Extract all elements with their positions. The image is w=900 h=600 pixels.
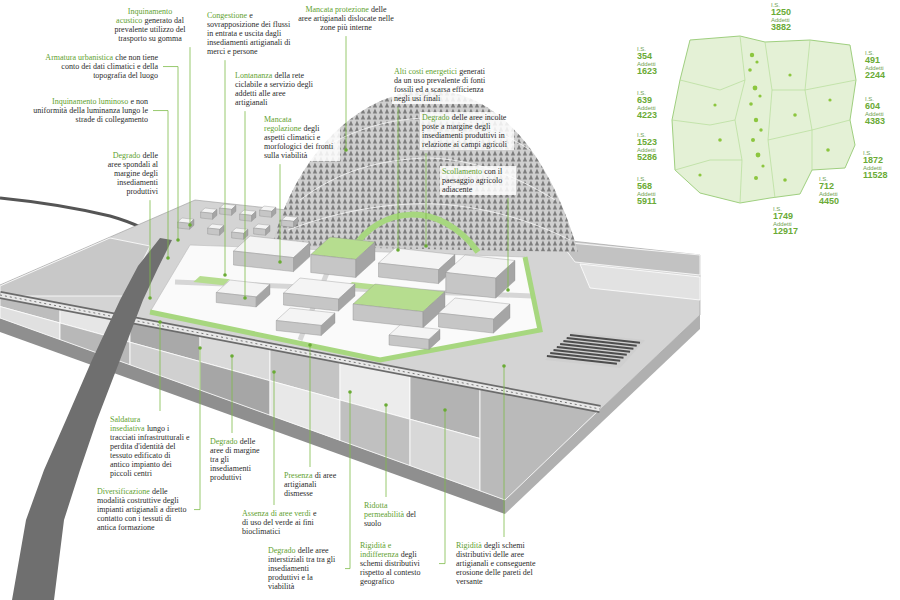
leader-line [439,410,445,564]
leader-line [225,60,226,275]
leader-line [508,198,509,290]
map-figure: I.S.604Addetti4383 [864,96,886,126]
callout-keyword: Degrado [113,151,141,160]
callout: Assenza di aree verdie di uso del verde … [240,508,324,537]
map-figure: I.S.1250Addetti3882 [770,2,792,32]
callout-text: lungo i tracciati infrastrutturali e per… [110,424,190,478]
map-number: 491 [865,56,885,65]
callout: Inquinamento luminosoe non uniformità de… [18,96,150,125]
callout: Degradodelle aree spondali al margine de… [100,150,160,197]
callout-keyword: Degrado [268,546,296,555]
map-number: 12917 [773,227,798,236]
leader-line [280,164,281,262]
callout: Mancata regolazionedegli aspetti climati… [262,114,340,161]
leader-line [274,372,275,505]
callout: Scollamentocon il paesaggio agricolo adi… [440,166,516,195]
leader-line [194,348,200,510]
callout: Mancata protezionedelle aree artigianali… [296,4,396,33]
callout: Degradodelle aree incolte poste a margin… [420,112,514,150]
leader-dots [148,148,510,412]
map-number: 5286 [637,153,657,162]
map-number: 712 [819,182,839,191]
callout: Armatura urbanisticache non tiene conto … [40,52,160,81]
map-number: 4383 [865,117,885,126]
leader-line [150,200,151,298]
leader-line [345,392,350,569]
industrial-buildings [216,236,515,349]
map-figure: I.S.568Addetti5911 [636,176,658,206]
callout: Degradodelle aree interstiziali tra tra … [266,545,342,592]
map-figure: I.S.354Addetti1623 [636,46,658,76]
map-number: 1523 [637,138,657,147]
leader-line [232,356,233,433]
map-number: 568 [637,182,657,191]
map-number: 5911 [637,197,657,206]
callout: Rigiditàdegli schemi distributivi delle … [454,540,554,587]
map-number: 1872 [863,156,888,165]
callout-keyword: Mancata protezione [305,5,368,14]
leader-line [310,345,311,467]
map-number: 11528 [863,171,888,180]
callout-keyword: Rigidità e indifferenza [360,541,399,559]
leader-line [190,47,191,225]
leader-line [346,36,347,150]
callout-keyword: Alti costi energetici [394,67,457,76]
callout-keyword: Scollamento [442,167,482,176]
callout-keyword: Assenza di aree verdi [242,509,311,518]
map-number: 354 [637,52,657,61]
callout: Congestionee sovrapposizione dei flussi … [205,10,300,57]
map-number: 639 [637,96,657,105]
map-figure: I.S.1523Addetti5286 [636,132,658,162]
map-number: 4223 [637,111,657,120]
map-number: 604 [865,102,885,111]
leader-line [504,366,505,537]
map-figure: I.S.712Addetti4450 [818,176,840,206]
callout-keyword: Lontananza [235,71,272,80]
map-number: 1623 [637,67,657,76]
callout-keyword: Congestione [207,11,247,20]
callout-keyword: Armatura urbanistica [45,53,113,62]
map-figure: I.S.1872Addetti11528 [862,150,889,180]
map-figure: I.S.639Addetti4223 [636,90,658,120]
callout: Presenzadi aree artigianali dismesse [282,470,340,499]
leader-line [398,107,399,250]
map-figure: I.S.491Addetti2244 [864,50,886,80]
callout-keyword: Saldatura insediativa [110,415,145,433]
callout: Degradodelle aree di margine tra gli ins… [208,436,268,483]
callout: Lontananzadella rete ciclabile a servizi… [233,70,319,108]
callout-keyword: Diversificazione [97,487,150,496]
callout-keyword: Degrado [210,437,238,446]
callout-keyword: Mancata regolazione [264,115,301,133]
map-number: 4450 [819,197,839,206]
callout: Saldatura insediativalungo i tracciati i… [108,414,192,479]
map-figure: I.S.1749Addetti12917 [772,206,799,236]
callout: Inquinamento acusticogenerato dal preval… [100,6,200,44]
callout: Alti costi energeticigenerati da un uso … [392,66,496,104]
callout-keyword: Degrado [422,113,450,122]
leader-line [426,153,427,246]
callout-keyword: Ridotta permeabilità [364,501,404,519]
map-number: 1749 [773,212,798,221]
callout: Diversificazionedelle modalità costrutti… [95,486,191,533]
map-number: 3882 [771,23,791,32]
callout-keyword: Inquinamento luminoso [52,97,128,106]
map-number: 1250 [771,8,791,17]
callout: Rigidità e indifferenzadegli schemi dist… [358,540,436,587]
leader-line [160,322,161,411]
leader-line [163,67,178,240]
leader-line [245,111,246,298]
callout-keyword: Rigidità [456,541,482,550]
callout-keyword: Presenza [284,471,312,480]
leader-line [386,405,387,497]
map-number: 2244 [865,71,885,80]
vineyard [545,332,645,368]
callout: Ridotta permeabilitàdel suolo [362,500,420,529]
